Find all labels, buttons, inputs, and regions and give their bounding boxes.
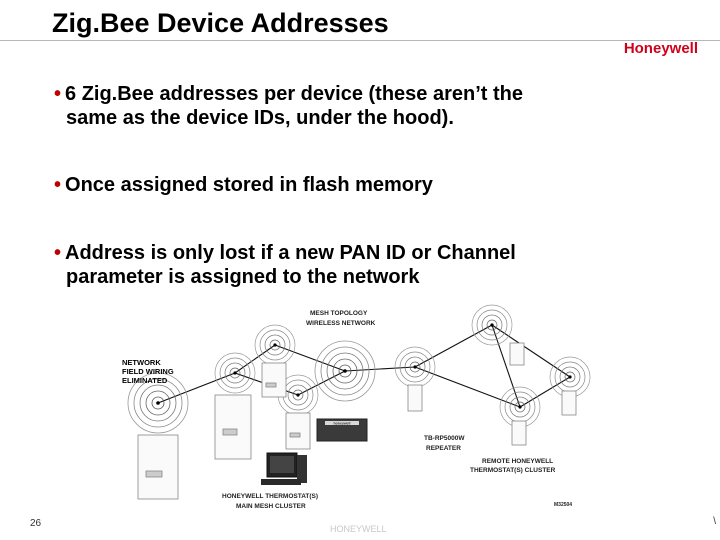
wave-repeater [394, 346, 436, 388]
bullet-text: Once assigned stored in flash memory [65, 174, 433, 196]
thermostat-device-2 [214, 394, 252, 460]
network-label-1: NETWORK [122, 358, 161, 367]
bullet-dot: • [54, 83, 62, 105]
wave-center [314, 340, 376, 402]
right-edge-mark: \ [713, 516, 716, 527]
slide-title: Zig.Bee Device Addresses [52, 8, 389, 38]
main-cluster-label-1: HONEYWELL THERMOSTAT(S) [222, 493, 318, 500]
wave-node-2 [214, 352, 256, 394]
title-divider [0, 40, 720, 41]
thermostat-device-1 [137, 434, 179, 500]
honeywell-logo: Honeywell [623, 40, 698, 57]
repeater-label-1: TB-RP5000W [424, 435, 465, 442]
main-cluster-label-2: MAIN MESH CLUSTER [236, 503, 306, 510]
figure-code: M32504 [554, 502, 572, 508]
bullet-1: •6 Zig.Bee addresses per device (these a… [54, 82, 523, 130]
remote-label-1: REMOTE HONEYWELL [482, 458, 553, 465]
mesh-network-diagram: honeywell MESH TOPOLOGY WIRELESS NETWORK… [120, 303, 600, 527]
remote-thermostat-2 [511, 420, 527, 446]
network-label-3: ELIMINATED [122, 376, 168, 385]
thermostat-device-4 [285, 412, 311, 450]
bullet-3: •Address is only lost if a new PAN ID or… [54, 241, 516, 289]
bullet-text-cont: same as the device IDs, under the hood). [66, 107, 454, 129]
remote-label-2: THERMOSTAT(S) CLUSTER [470, 467, 556, 474]
svg-text:honeywell: honeywell [334, 422, 351, 426]
footer-brand: HONEYWELL [330, 524, 387, 534]
repeater-label-2: REPEATER [426, 445, 461, 452]
wave-node-3 [254, 324, 296, 366]
bullet-text: 6 Zig.Bee addresses per device (these ar… [65, 83, 523, 105]
remote-thermostat-3 [561, 390, 577, 416]
bullet-text-cont: parameter is assigned to the network [66, 266, 420, 288]
mesh-label-1: MESH TOPOLOGY [310, 310, 368, 317]
bullet-dot: • [54, 174, 62, 196]
repeater-plug [407, 384, 423, 412]
computer-icon [261, 452, 307, 485]
bullet-text: Address is only lost if a new PAN ID or … [65, 242, 516, 264]
mesh-label-2: WIRELESS NETWORK [306, 320, 376, 327]
wave-remote-1 [471, 304, 513, 346]
bullet-2: •Once assigned stored in flash memory [54, 173, 433, 197]
network-label-2: FIELD WIRING [122, 367, 174, 376]
repeater-box: honeywell [316, 418, 368, 442]
thermostat-device-3 [261, 362, 287, 398]
page-number: 26 [30, 518, 42, 529]
remote-thermostat-1 [509, 342, 525, 366]
bullet-dot: • [54, 242, 62, 264]
